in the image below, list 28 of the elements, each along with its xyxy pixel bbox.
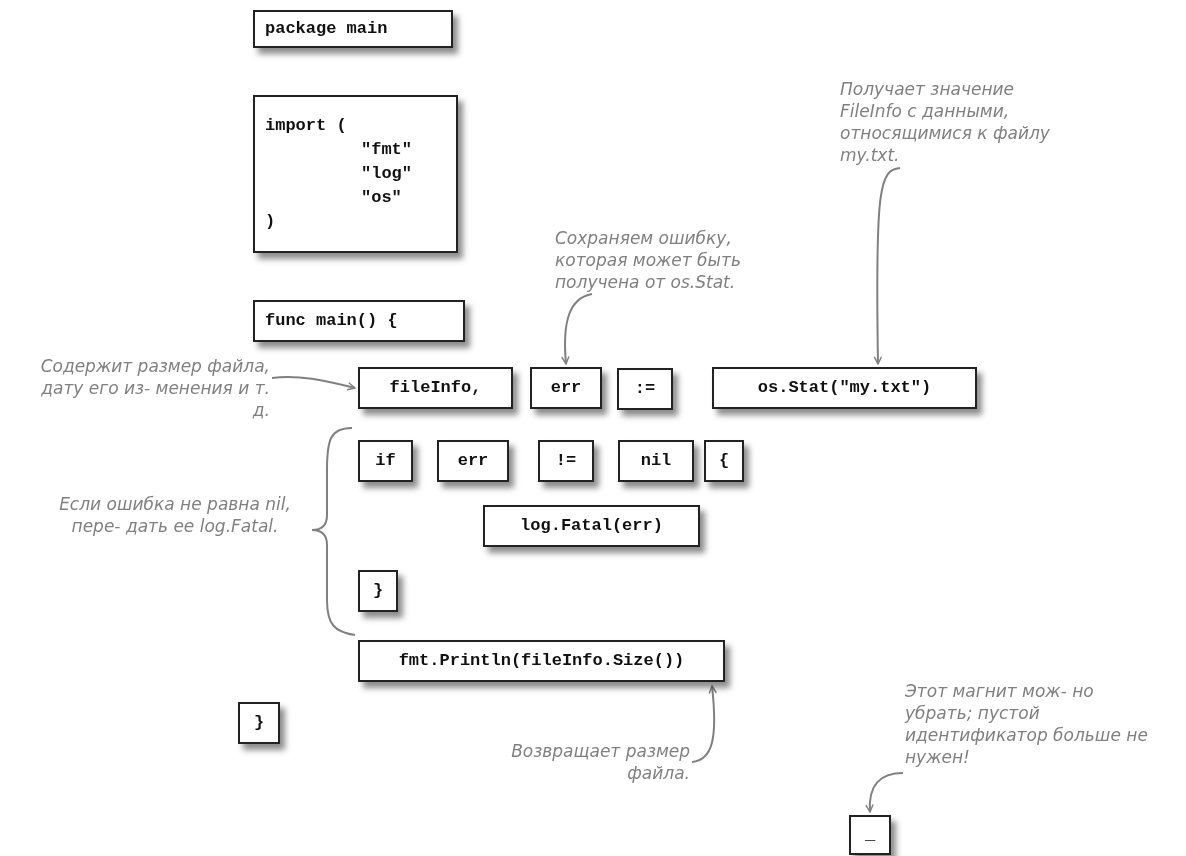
code-magnet: } (358, 570, 398, 612)
arrow (271, 375, 356, 391)
note: Сохраняем ошибку, которая может быть получена от os.Stat. (555, 227, 795, 293)
code-magnet: err (530, 367, 602, 409)
note: Этот магнит мож- но убрать; пустой идентификатор больше не нужен! (905, 680, 1155, 768)
brace-note: Если ошибка не равна nil, пере- дать ее log.Fatal. (58, 493, 292, 537)
arrow (873, 167, 901, 365)
code-magnet: err (437, 440, 509, 482)
note: Возвращает размер файла. (470, 740, 690, 784)
code-magnet: { (704, 440, 744, 482)
code-magnet: os.Stat("my.txt") (712, 367, 977, 409)
code-magnet: import ( "fmt" "log" "os" ) (253, 95, 458, 253)
code-magnet: != (538, 440, 594, 482)
note: Содержит размер файла, дату его из- менения и т. д. (30, 355, 270, 421)
arrow (865, 772, 904, 813)
code-magnet: package main (253, 10, 453, 48)
code-magnet: if (358, 440, 413, 482)
note: Получает значение FileInfo с данными, относящимися к файлу my.txt. (840, 78, 1080, 166)
code-magnet: nil (618, 440, 694, 482)
code-magnet: _ (849, 815, 891, 855)
arrow (561, 293, 593, 365)
arrow (691, 685, 717, 763)
code-magnet: fmt.Println(fileInfo.Size()) (358, 640, 725, 682)
code-magnet: := (617, 368, 673, 410)
code-magnet: log.Fatal(err) (483, 505, 700, 547)
code-magnet: } (238, 702, 280, 744)
code-magnet: fileInfo, (358, 367, 513, 409)
code-magnet: func main() { (253, 300, 465, 342)
